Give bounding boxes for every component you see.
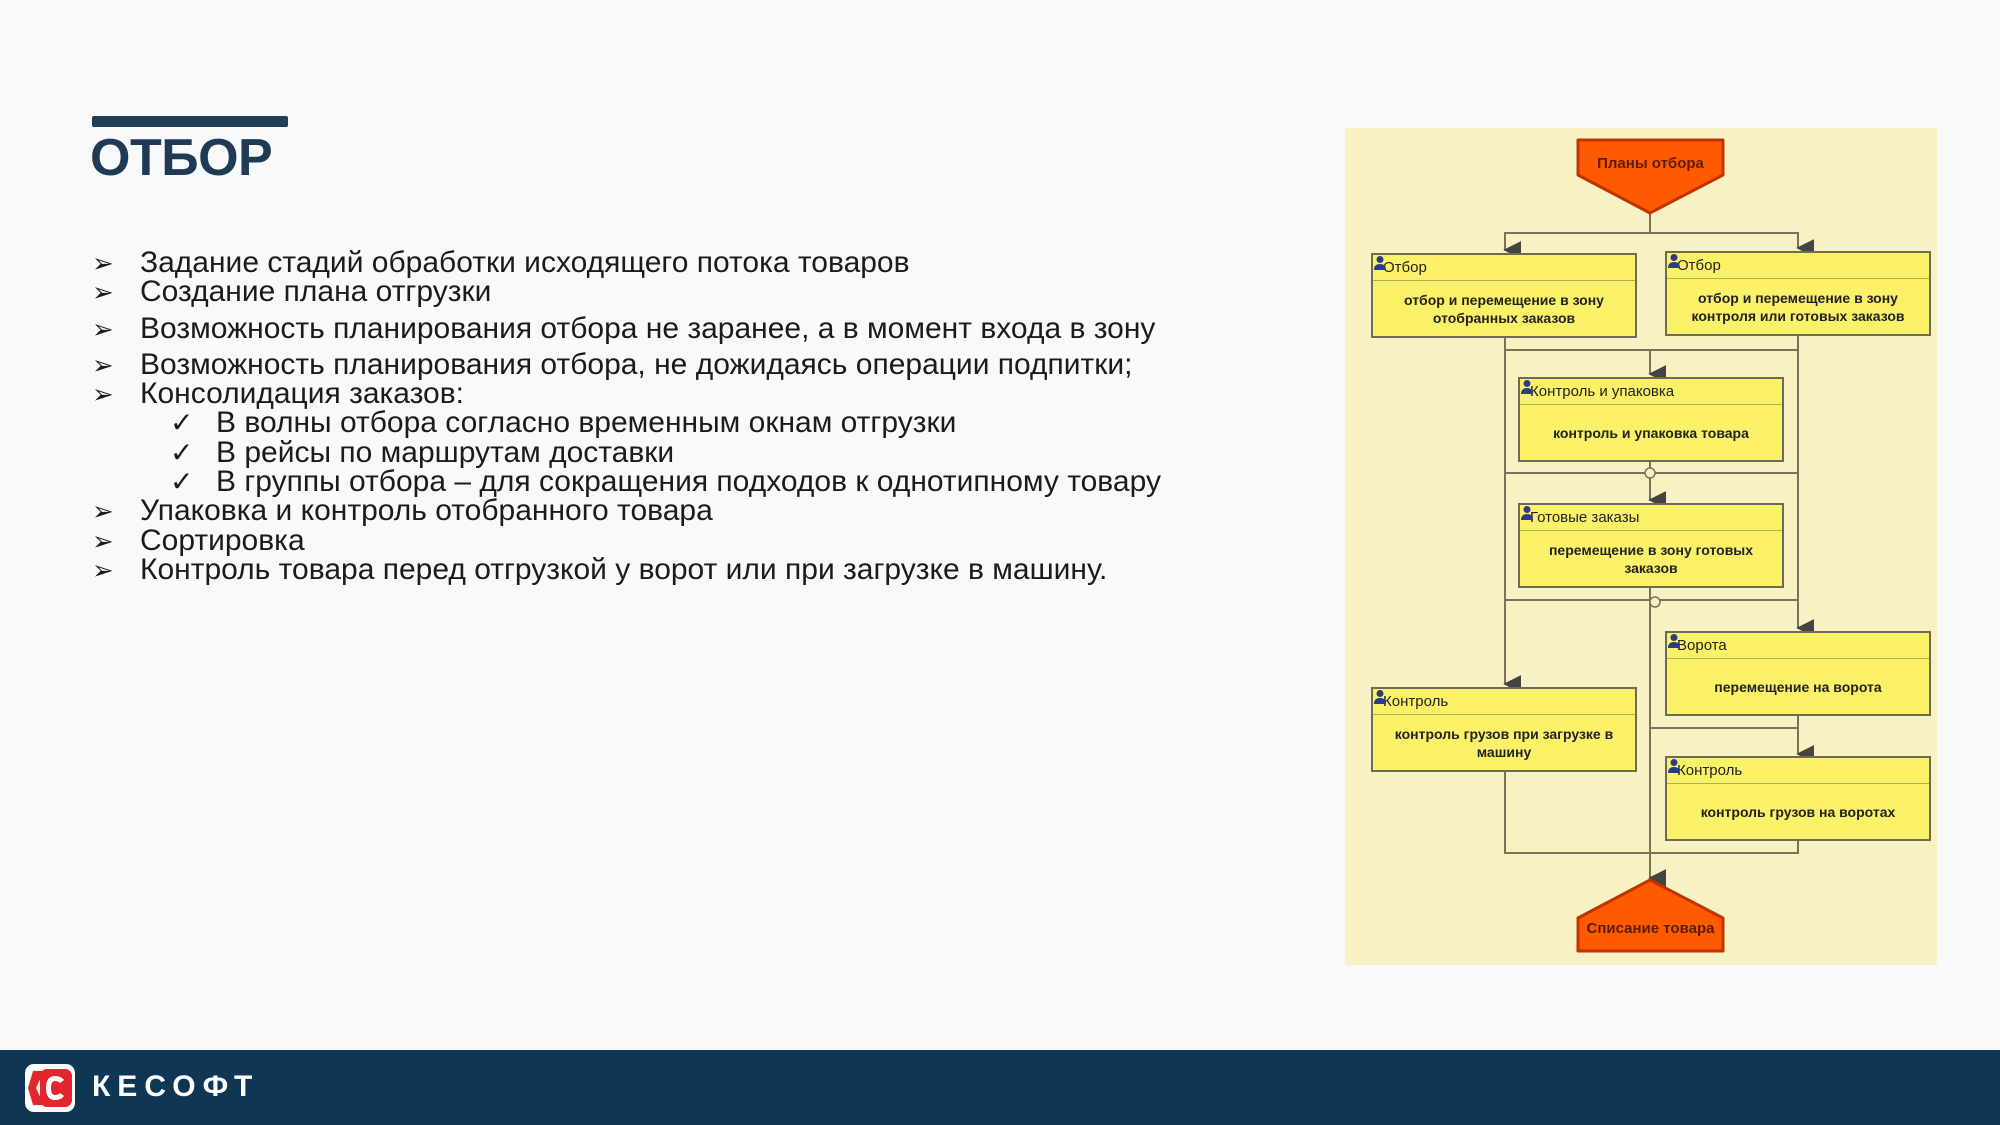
bullet-item: ➢ Контроль товара перед отгрузкой у ворот… [92, 553, 1107, 587]
bullet-item: ➢ Сортировка [92, 524, 305, 558]
footer-bar: КЕСОФТ [0, 1050, 2000, 1125]
kesoft-logo-icon [25, 1064, 75, 1112]
arrow-bullet-icon: ➢ [92, 555, 114, 585]
bullet-item: ➢ Задание стадий обработки исходящего пот… [92, 246, 910, 280]
diagram-connectors [1503, 138, 1815, 953]
node-body: контроль грузов при загрузке в машину [1394, 725, 1614, 760]
bullet-text: В группы отбора – для сокращения подходо… [216, 465, 1161, 498]
connector [1504, 768, 1650, 854]
bullet-item: ➢ Создание плана отгрузки [92, 275, 491, 309]
title-accent-bar [92, 116, 288, 127]
node-header: Отбор [1677, 257, 1721, 274]
start-terminal-label: Планы отбора [1597, 155, 1704, 172]
node-body: контроль грузов на воротах [1700, 803, 1896, 820]
arrow-bullet-icon: ➢ [92, 314, 114, 344]
node-header: Контроль и упаковка [1530, 383, 1675, 400]
flow-node-gate-control: Контроль контроль грузов на воротах [1665, 756, 1931, 841]
check-icon: ✓ [170, 466, 194, 497]
start-terminal-shape [1576, 138, 1725, 215]
bullet-item: ➢ Возможность планирования отбора не зара… [92, 312, 1155, 346]
flow-node-gates: Ворота перемещение на ворота [1665, 631, 1931, 716]
node-body: контроль и упаковка товара [1553, 424, 1749, 441]
sub-bullet-item: ✓ В рейсы по маршрутам доставки [170, 436, 674, 470]
sub-bullet-item: ✓ В группы отбора – для сокращения подход… [170, 465, 1161, 499]
arrow-bullet-icon: ➢ [92, 526, 114, 556]
bullet-text: Сортировка [140, 524, 305, 557]
connector [1650, 232, 1815, 257]
node-body: перемещение в зону готовых заказов [1548, 541, 1754, 576]
arrow-bullet-icon: ➢ [92, 350, 114, 380]
junction-marker [1649, 596, 1661, 608]
footer-logo-text: КЕСОФТ [92, 1070, 260, 1103]
connector [1648, 336, 1799, 383]
node-body: отбор и перемещение в зону контроля или … [1691, 289, 1905, 324]
bullet-text: Возможность планирования отбора не заран… [140, 312, 1156, 345]
bullet-text: Упаковка и контроль отобранного товара [140, 494, 713, 527]
node-header: Контроль [1383, 693, 1449, 710]
flow-node-ready-orders: Готовые заказы перемещение в зону готовы… [1518, 503, 1784, 588]
node-header: Контроль [1677, 762, 1743, 779]
bullet-item: ➢ Возможность планирования отбора, не дож… [92, 348, 1133, 382]
bullet-text: В рейсы по маршрутам доставки [216, 436, 675, 469]
page-title: ОТБОР [90, 129, 273, 187]
flow-node-packing: Контроль и упаковка контроль и упаковка … [1518, 377, 1784, 462]
bullet-item: ➢ Консолидация заказов: [92, 377, 464, 411]
check-icon: ✓ [170, 407, 194, 438]
node-body: отбор и перемещение в зону отобранных за… [1404, 291, 1604, 326]
arrow-bullet-icon: ➢ [92, 496, 114, 526]
end-terminal-shape [1576, 878, 1725, 953]
bullet-text: Контроль товара перед отгрузкой у ворот … [140, 553, 1108, 586]
arrow-bullet-icon: ➢ [92, 379, 114, 409]
bullet-text: Задание стадий обработки исходящего пото… [140, 246, 910, 279]
node-header: Отбор [1383, 259, 1427, 276]
bullet-text: Консолидация заказов: [140, 377, 465, 410]
connector [1650, 840, 1799, 854]
junction-marker [1644, 467, 1656, 479]
connector [1504, 338, 1650, 351]
node-header: Готовые заказы [1530, 509, 1640, 526]
end-terminal-label: Списание товара [1586, 920, 1715, 937]
bullet-text: Возможность планирования отбора, не дожи… [140, 348, 1133, 381]
check-icon: ✓ [170, 437, 194, 468]
arrow-bullet-icon: ➢ [92, 277, 114, 307]
bullet-item: ➢ Упаковка и контроль отобранного товара [92, 494, 713, 528]
arrow-bullet-icon: ➢ [92, 248, 114, 278]
node-body: перемещение на ворота [1714, 678, 1882, 695]
workflow-diagram: Планы отбора Списание товара Отбор отбор… [1345, 128, 1937, 965]
flow-node-picking-1: Отбор отбор и перемещение в зону отобран… [1371, 253, 1637, 338]
sub-bullet-item: ✓ В волны отбора согласно временным окнам… [170, 406, 956, 440]
bullet-text: В волны отбора согласно временным окнам … [216, 406, 957, 439]
flow-node-load-control: Контроль контроль грузов при загрузке в … [1371, 687, 1637, 772]
flow-node-picking-2: Отбор отбор и перемещение в зону контрол… [1665, 251, 1931, 336]
bullet-text: Создание плана отгрузки [140, 275, 492, 308]
node-header: Ворота [1677, 637, 1727, 654]
connector [1503, 213, 1651, 259]
